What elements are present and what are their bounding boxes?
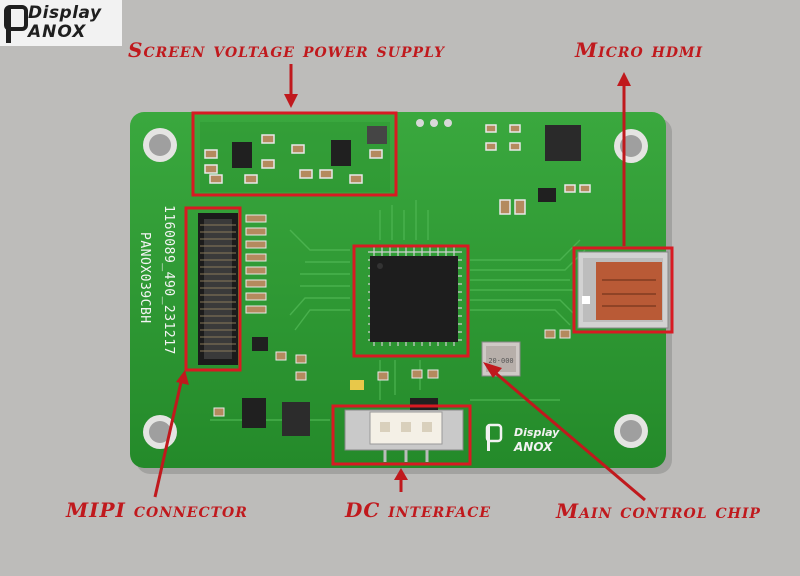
callout-arrows xyxy=(153,64,646,502)
power-box xyxy=(191,111,398,197)
silk-part-number: 1160089_490_231217 xyxy=(161,205,176,355)
dc-connector-part xyxy=(344,398,464,462)
micro-hdmi-part xyxy=(577,251,669,329)
crystal-marking: 20·000 xyxy=(488,357,513,365)
brand-monogram-icon xyxy=(4,5,28,43)
hdmi-support-components xyxy=(416,119,591,215)
chip-arrow xyxy=(491,368,646,502)
highlight-boxes xyxy=(184,111,674,466)
chip-box xyxy=(352,244,470,358)
silk-logo-line1: Display xyxy=(514,426,560,439)
crystal-part: 20·000 xyxy=(481,341,521,377)
callout-power: Screen voltage power supply xyxy=(128,38,445,62)
callout-hdmi: Micro hdmi xyxy=(575,38,704,62)
pcb-traces xyxy=(210,200,586,421)
silk-logo-icon xyxy=(485,423,503,451)
brand-logo: Display ANOX xyxy=(0,0,122,46)
brand-line2: ANOX xyxy=(28,22,87,42)
callout-chip: Main control chip xyxy=(556,499,761,523)
hdmi-arrowhead xyxy=(617,72,631,86)
mipi-arrow xyxy=(153,377,184,498)
chip-arrowhead xyxy=(483,362,502,378)
dc-arrowhead xyxy=(394,468,408,480)
callout-mipi: MIPI connector xyxy=(66,498,248,522)
main-chip-part xyxy=(368,246,462,346)
mipi-connector-part xyxy=(198,213,268,365)
mipi-box xyxy=(184,206,242,372)
power-components xyxy=(200,122,390,192)
silk-logo-line2: ANOX xyxy=(513,440,553,454)
dc-box xyxy=(331,404,472,466)
silk-model: PANOX039CBH xyxy=(137,232,152,324)
power-arrowhead xyxy=(284,94,298,108)
callout-dc: DC interface xyxy=(345,498,492,522)
hdmi-box xyxy=(572,246,674,334)
brand-line1: Display xyxy=(28,3,102,23)
mipi-arrowhead xyxy=(176,370,189,385)
lower-components xyxy=(213,329,571,436)
